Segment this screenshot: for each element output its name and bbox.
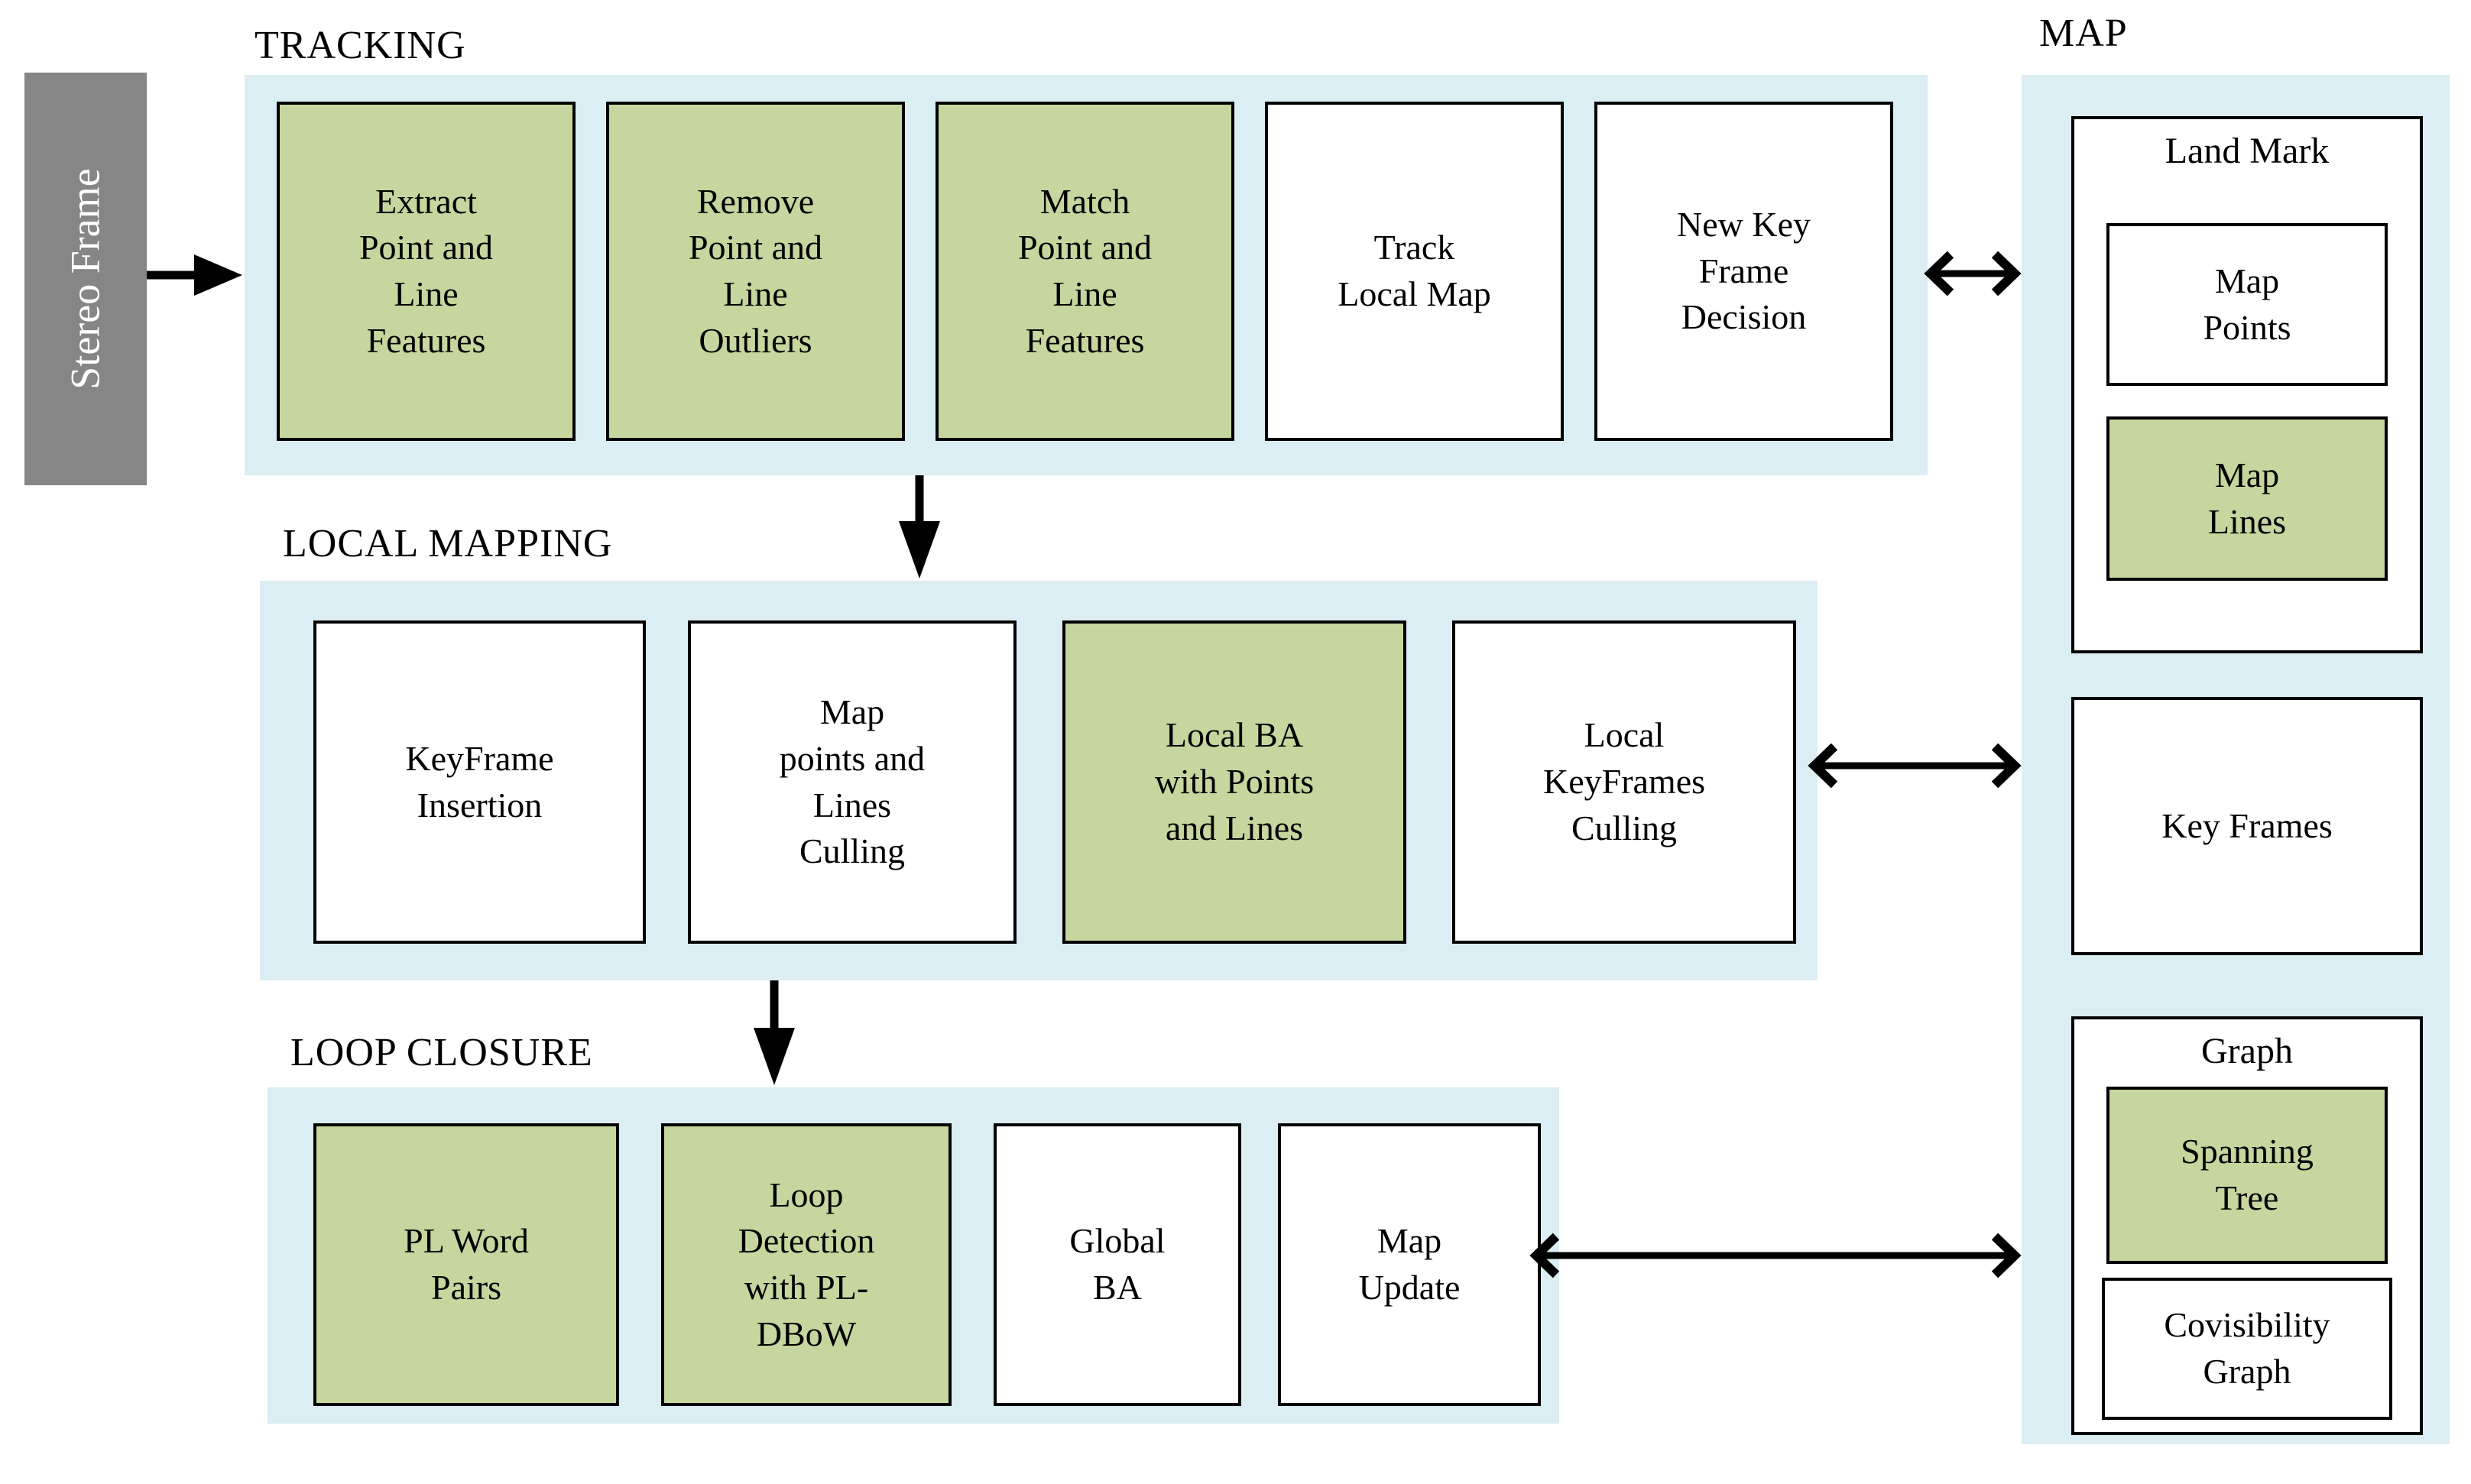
box-label: PL Word Pairs	[404, 1221, 529, 1307]
box-map-points: Map Points	[2106, 223, 2388, 386]
box-label: Map Update	[1358, 1221, 1461, 1307]
box-loop-detection-pl-dbow: Loop Detection with PL- DBoW	[661, 1123, 952, 1406]
graph-container: Graph Spanning Tree Covisibility Graph	[2071, 1016, 2423, 1435]
box-label: Covisibility Graph	[2164, 1305, 2330, 1391]
box-map-update: Map Update	[1278, 1123, 1541, 1406]
local-mapping-section-title: LOCAL MAPPING	[283, 522, 613, 565]
box-spanning-tree: Spanning Tree	[2106, 1087, 2388, 1264]
box-label: Match Point and Line Features	[1017, 181, 1153, 360]
arrow-stereo-to-tracking	[147, 254, 242, 296]
box-label: KeyFrame Insertion	[405, 738, 554, 825]
arrow-local-mapping-to-loop-closure	[754, 980, 795, 1085]
box-match-point-line-features: Match Point and Line Features	[936, 102, 1234, 441]
box-label: Local BA with Points and Lines	[1154, 715, 1315, 847]
box-label: Extract Point and Line Features	[358, 181, 494, 360]
box-label: Local KeyFrames Culling	[1542, 715, 1706, 847]
box-new-key-frame-decision: New Key Frame Decision	[1594, 102, 1893, 441]
box-map-lines: Map Lines	[2106, 416, 2388, 581]
stereo-frame-box: Stereo Frame	[24, 73, 147, 485]
arrow-tracking-map-two-way	[1924, 251, 2022, 296]
box-keyframe-insertion: KeyFrame Insertion	[313, 620, 646, 944]
box-global-ba: Global BA	[994, 1123, 1241, 1406]
box-label: Map Points	[2203, 261, 2291, 347]
loop-closure-section-title: LOOP CLOSURE	[290, 1031, 593, 1074]
stereo-frame-label: Stereo Frame	[63, 168, 109, 390]
box-covisibility-graph: Covisibility Graph	[2102, 1278, 2392, 1420]
box-map-points-lines-culling: Map points and Lines Culling	[688, 620, 1017, 944]
box-remove-point-line-outliers: Remove Point and Line Outliers	[606, 102, 905, 441]
arrow-local-mapping-keyframes-two-way	[1808, 743, 2022, 789]
land-mark-title: Land Mark	[2165, 131, 2330, 171]
box-track-local-map: Track Local Map	[1265, 102, 1564, 441]
box-label: Map Lines	[2207, 455, 2287, 541]
box-label: Track Local Map	[1338, 228, 1491, 313]
tracking-section-title: TRACKING	[255, 24, 466, 67]
box-local-ba-points-lines: Local BA with Points and Lines	[1062, 620, 1406, 944]
box-label: Global BA	[1069, 1221, 1166, 1307]
land-mark-container: Land Mark Map Points Map Lines	[2071, 116, 2423, 653]
box-local-keyframes-culling: Local KeyFrames Culling	[1452, 620, 1796, 944]
graph-title: Graph	[2201, 1031, 2293, 1071]
box-label: Remove Point and Line Outliers	[688, 181, 823, 360]
box-key-frames: Key Frames	[2071, 697, 2423, 955]
box-pl-word-pairs: PL Word Pairs	[313, 1123, 619, 1406]
map-section-title: MAP	[2039, 11, 2128, 55]
box-extract-point-line-features: Extract Point and Line Features	[277, 102, 576, 441]
box-label: New Key Frame Decision	[1677, 204, 1811, 337]
box-label: Map points and Lines Culling	[779, 692, 926, 871]
box-label: Spanning Tree	[2181, 1132, 2314, 1217]
arrow-loop-closure-map-two-way	[1529, 1233, 2022, 1278]
arrow-tracking-to-local-mapping	[899, 475, 940, 578]
box-label: Key Frames	[2161, 805, 2333, 845]
box-label: Loop Detection with PL- DBoW	[738, 1175, 875, 1353]
